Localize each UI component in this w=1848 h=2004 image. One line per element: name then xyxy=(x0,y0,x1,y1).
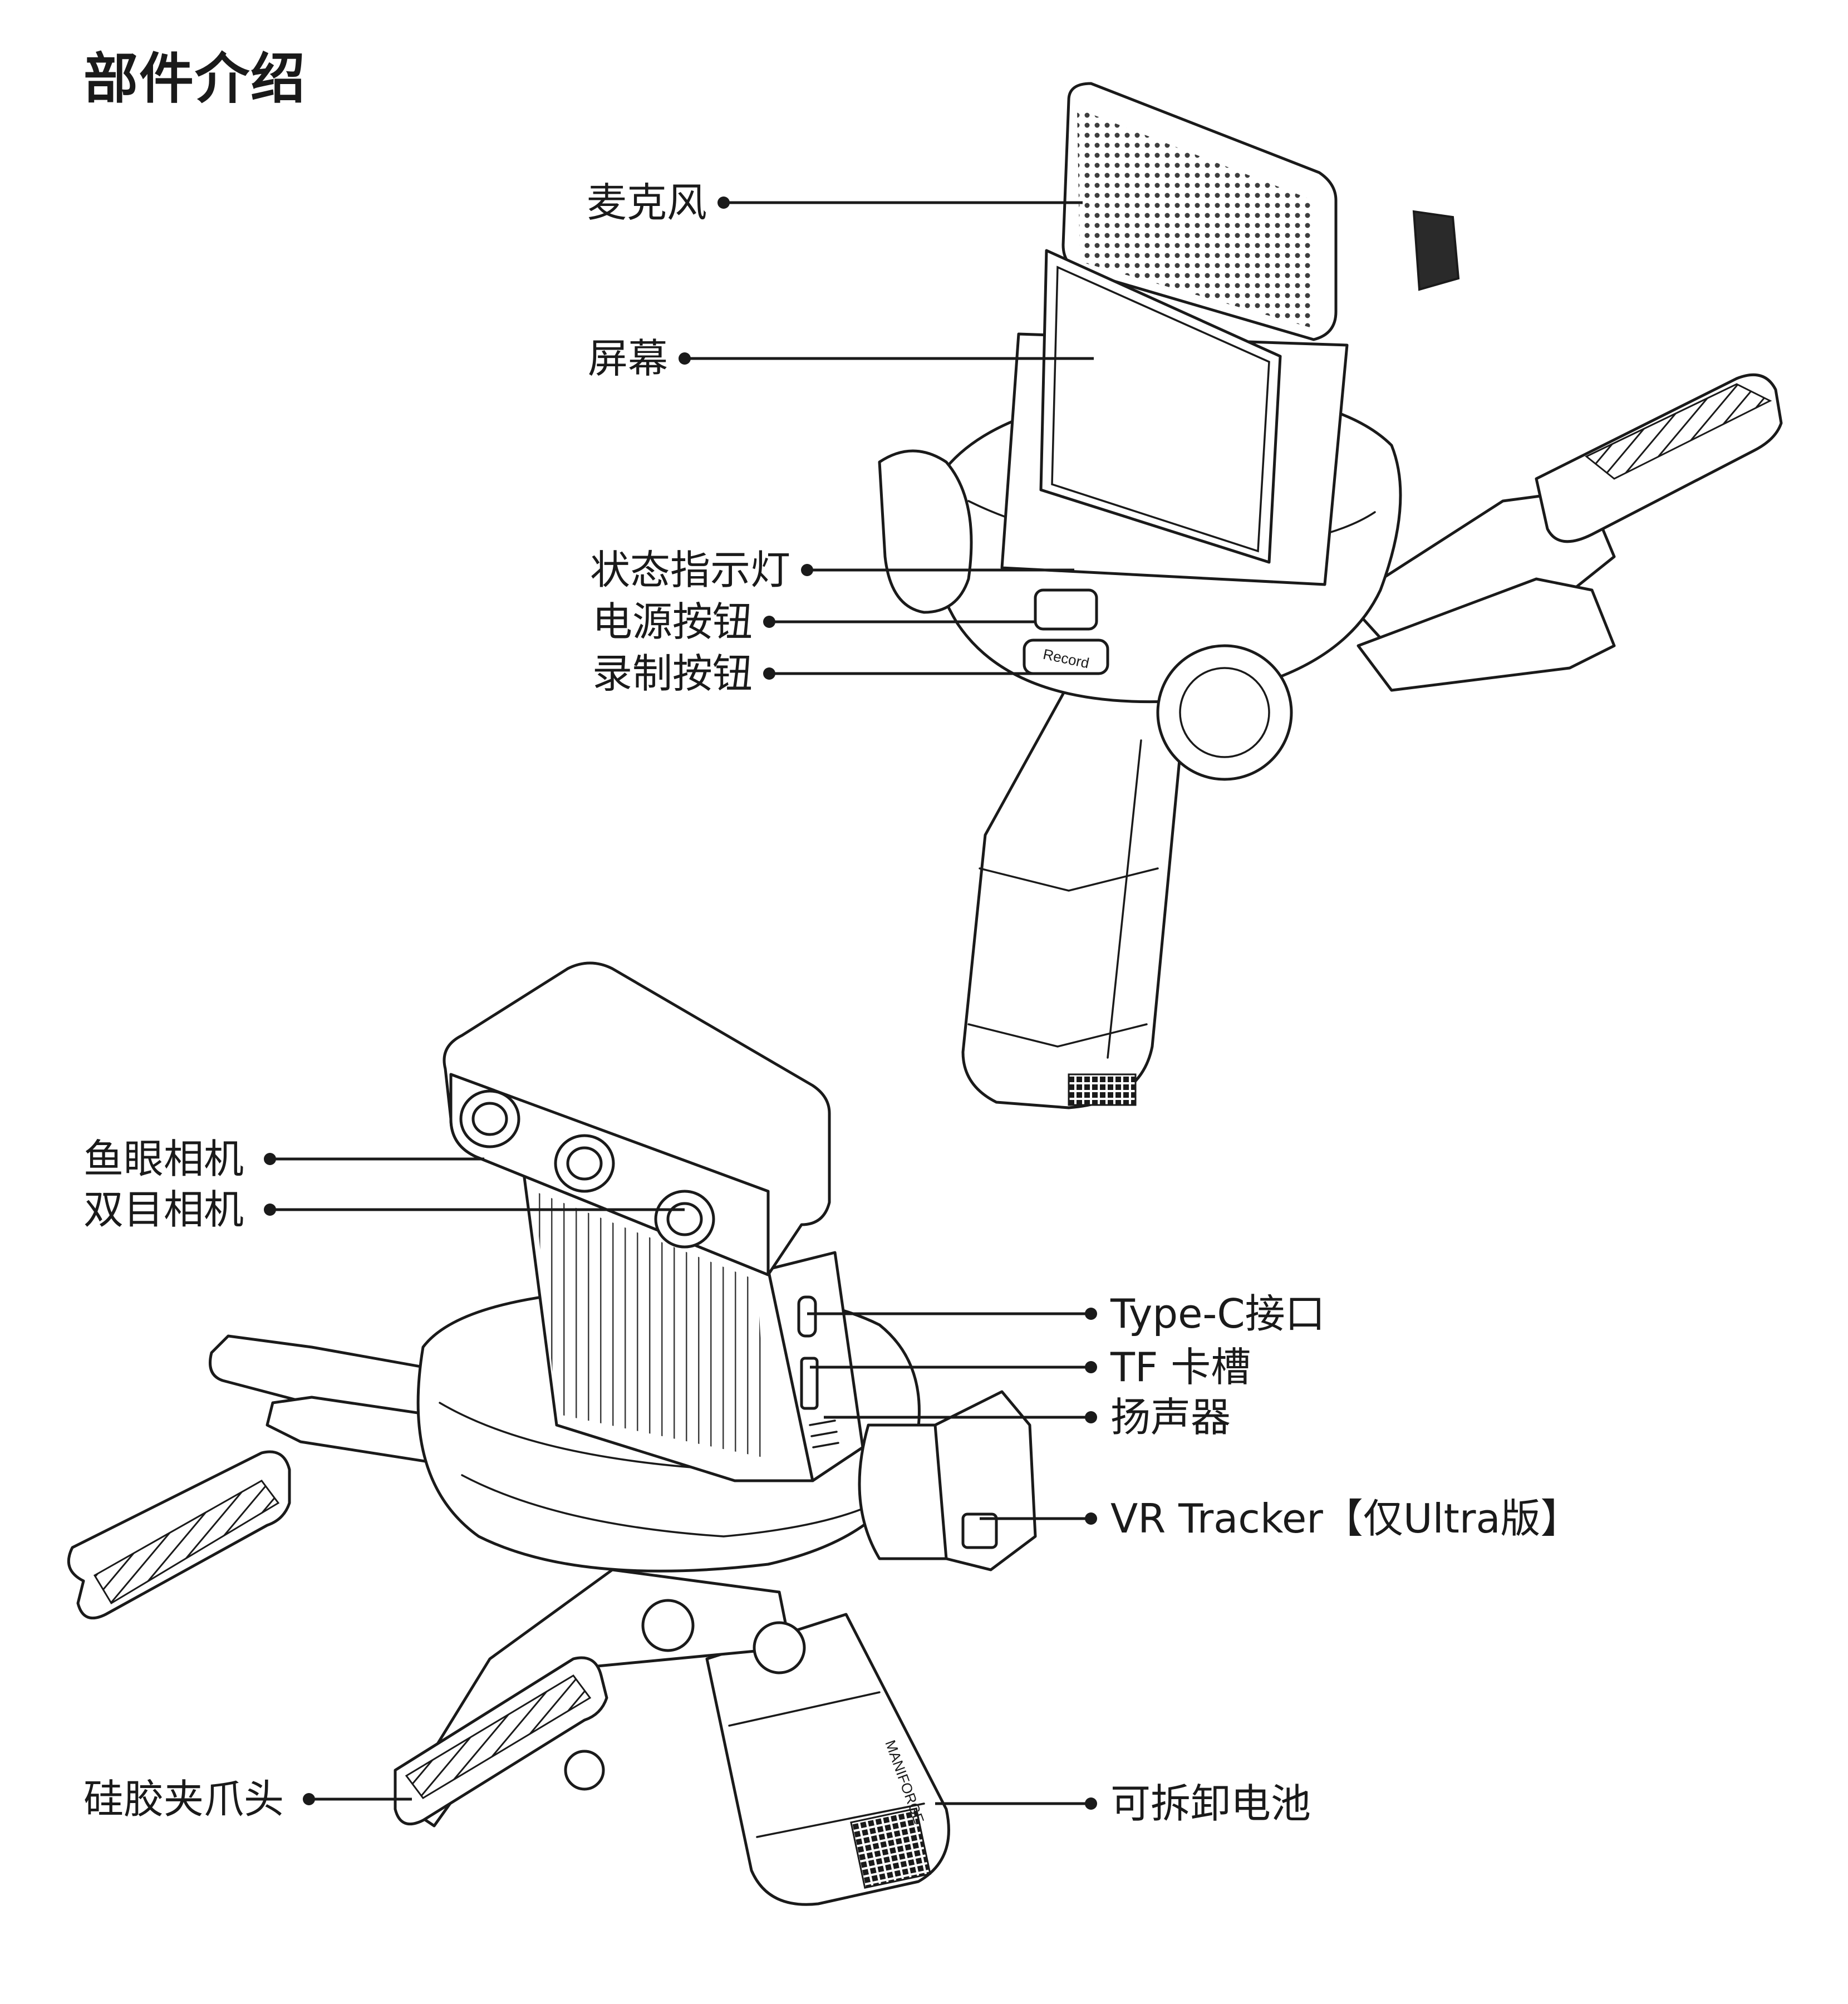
page-title: 部件介绍 xyxy=(83,47,307,111)
label-status-light: 状态指示灯 xyxy=(589,547,790,593)
label-tf-slot: TF 卡槽 xyxy=(1110,1344,1251,1391)
bottom-finger-tip-2 xyxy=(753,1621,806,1674)
top-record-button xyxy=(1023,638,1109,675)
label-typec-port: Type-C接口 xyxy=(1110,1290,1325,1337)
top-right-knob xyxy=(1156,644,1293,781)
label-vr-tracker: VR Tracker【仅Ultra版】 xyxy=(1110,1495,1581,1542)
top-rear-block xyxy=(1412,210,1460,291)
label-silicone-gripper: 硅胶夹爪头 xyxy=(83,1776,284,1823)
bottom-tf-slot xyxy=(800,1357,819,1410)
bottom-finger-tip-1 xyxy=(641,1599,695,1652)
top-device-illustration: Record xyxy=(878,82,1783,1109)
bottom-typec-port xyxy=(797,1295,817,1338)
top-screen xyxy=(1039,249,1282,564)
bottom-battery-grill xyxy=(850,1807,931,1889)
label-record-button: 录制按钮 xyxy=(592,650,753,697)
label-fisheye-camera: 鱼眼相机 xyxy=(83,1136,244,1182)
top-handle xyxy=(961,672,1187,1109)
label-screen: 屏幕 xyxy=(587,335,668,382)
label-speaker: 扬声器 xyxy=(1110,1394,1231,1441)
top-leaders xyxy=(679,197,1094,680)
label-stereo-camera: 双目相机 xyxy=(83,1186,244,1233)
top-battery-grill xyxy=(1068,1073,1137,1106)
label-power-button: 电源按钮 xyxy=(592,598,753,645)
label-battery: 可拆卸电池 xyxy=(1110,1780,1311,1827)
label-microphone: 麦克风 xyxy=(586,179,707,226)
bottom-device-illustration: MANIFORGE xyxy=(67,961,1037,1906)
top-mic-holes xyxy=(1077,109,1314,328)
bottom-heatsink-fins xyxy=(534,1191,768,1458)
bottom-leaders xyxy=(264,1153,1097,1810)
top-right-arm-lower xyxy=(1356,577,1616,692)
top-power-button xyxy=(1034,588,1098,631)
bottom-speaker-slots xyxy=(809,1420,839,1448)
